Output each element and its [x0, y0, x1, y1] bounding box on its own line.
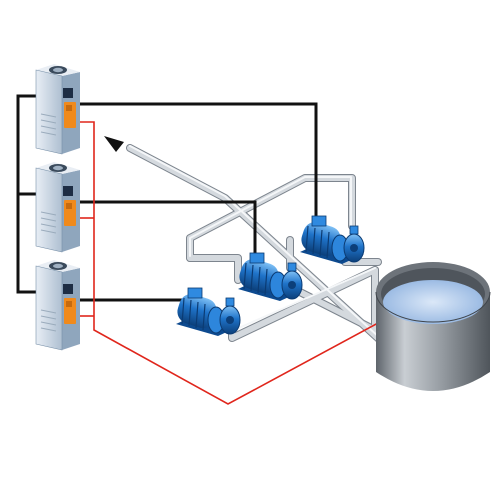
centrifugal-pump-icon [176, 287, 241, 336]
centrifugal-pump-icon [238, 252, 303, 301]
centrifugal-pump-icon [300, 215, 365, 264]
tank-water-surface [383, 280, 483, 324]
water-tank-icon [375, 262, 491, 391]
vfd-controller-icon [35, 162, 80, 253]
vfd-controller-icon [35, 64, 80, 155]
flow-arrow-icon [104, 136, 124, 152]
vfd-controller-icon [35, 260, 80, 351]
